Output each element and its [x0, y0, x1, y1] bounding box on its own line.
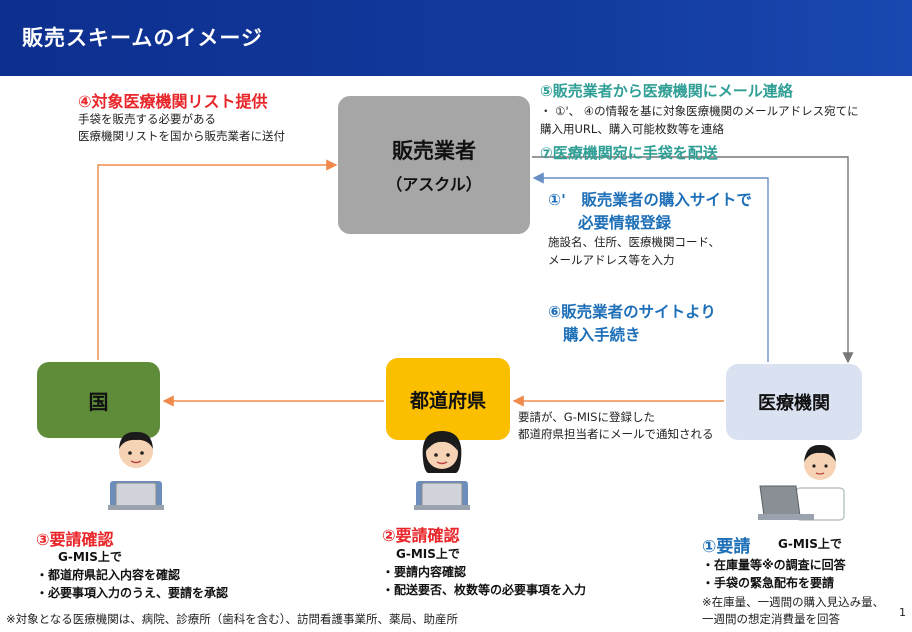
- seller-name: 販売業者: [392, 139, 476, 163]
- step6-title1: ⑥販売業者のサイトより: [548, 303, 716, 321]
- step2-line3: ・配送要否、枚数等の必要事項を入力: [382, 583, 587, 597]
- page-number: 1: [899, 606, 906, 619]
- node-seller: 販売業者 （アスクル）: [338, 96, 530, 234]
- step1p-line1: 施設名、住所、医療機関コード、: [548, 235, 721, 249]
- step5-title: ⑤販売業者から医療機関にメール連絡: [540, 82, 793, 100]
- step1-line1: ・在庫量等※の調査に回答: [702, 558, 846, 572]
- node-prefecture: 都道府県: [386, 358, 510, 440]
- notify-line2: 都道府県担当者にメールで通知される: [518, 427, 714, 441]
- seller-subname: （アスクル）: [386, 175, 482, 194]
- country-label: 国: [88, 389, 109, 414]
- step3-line1: G-MIS上で: [58, 550, 122, 564]
- header-bar: 販売スキームのイメージ: [0, 0, 912, 76]
- arrow-country-to-seller: [97, 159, 338, 360]
- step4-title: ④対象医療機関リスト提供: [78, 92, 268, 111]
- step3-line3: ・必要事項入力のうえ、要請を承認: [36, 586, 229, 600]
- doctor-person-icon: [758, 444, 845, 521]
- footnote: ※対象となる医療機関は、病院、診療所（歯科を含む）、訪問看護事業所、薬局、助産所: [6, 612, 459, 626]
- step1p-line2: メールアドレス等を入力: [548, 253, 675, 267]
- prefecture-label: 都道府県: [409, 389, 486, 412]
- official-person-icon: [108, 431, 164, 510]
- page-title: 販売スキームのイメージ: [22, 26, 263, 50]
- medical-label: 医療機関: [758, 393, 830, 414]
- step6-title2: 購入手続き: [563, 326, 641, 344]
- step1-title: ①要請: [702, 537, 751, 557]
- step7-title: ⑦医療機関宛に手袋を配送: [540, 144, 718, 162]
- step3-line2: ・都道府県記入内容を確認: [36, 568, 181, 582]
- step3-title: ③要請確認: [36, 530, 114, 549]
- step1p-title2: 必要情報登録: [578, 214, 672, 232]
- notify-line1: 要請が、G-MISに登録した: [518, 410, 655, 424]
- step5-line2: 購入用URL、購入可能枚数等を連絡: [540, 122, 724, 136]
- step1-line4: 一週間の想定消費量を回答: [702, 612, 840, 626]
- step5-line1: ・ ①'、 ④の情報を基に対象医療機関のメールアドレス宛てに: [540, 104, 859, 118]
- step1-line3: ※在庫量、一週間の購入見込み量、: [702, 595, 885, 609]
- step1-subtitle: G-MIS上で: [778, 537, 842, 551]
- step2-title: ②要請確認: [382, 526, 460, 545]
- step4-line2: 医療機関リストを国から販売業者に送付: [78, 129, 285, 143]
- step1-line2: ・手袋の緊急配布を要請: [702, 576, 835, 590]
- arrow-seller-to-medical: [532, 156, 854, 364]
- node-country: 国: [37, 362, 160, 438]
- step4-line1: 手袋を販売する必要がある: [78, 112, 216, 126]
- prefecture-person-icon: [414, 431, 470, 510]
- step1p-title1: ①' 販売業者の購入サイトで: [548, 191, 752, 209]
- arrow-medical-to-seller: [532, 172, 769, 362]
- step2-line1: G-MIS上で: [396, 547, 460, 561]
- step2-line2: ・要請内容確認: [382, 565, 467, 579]
- node-medical: 医療機関: [726, 364, 862, 440]
